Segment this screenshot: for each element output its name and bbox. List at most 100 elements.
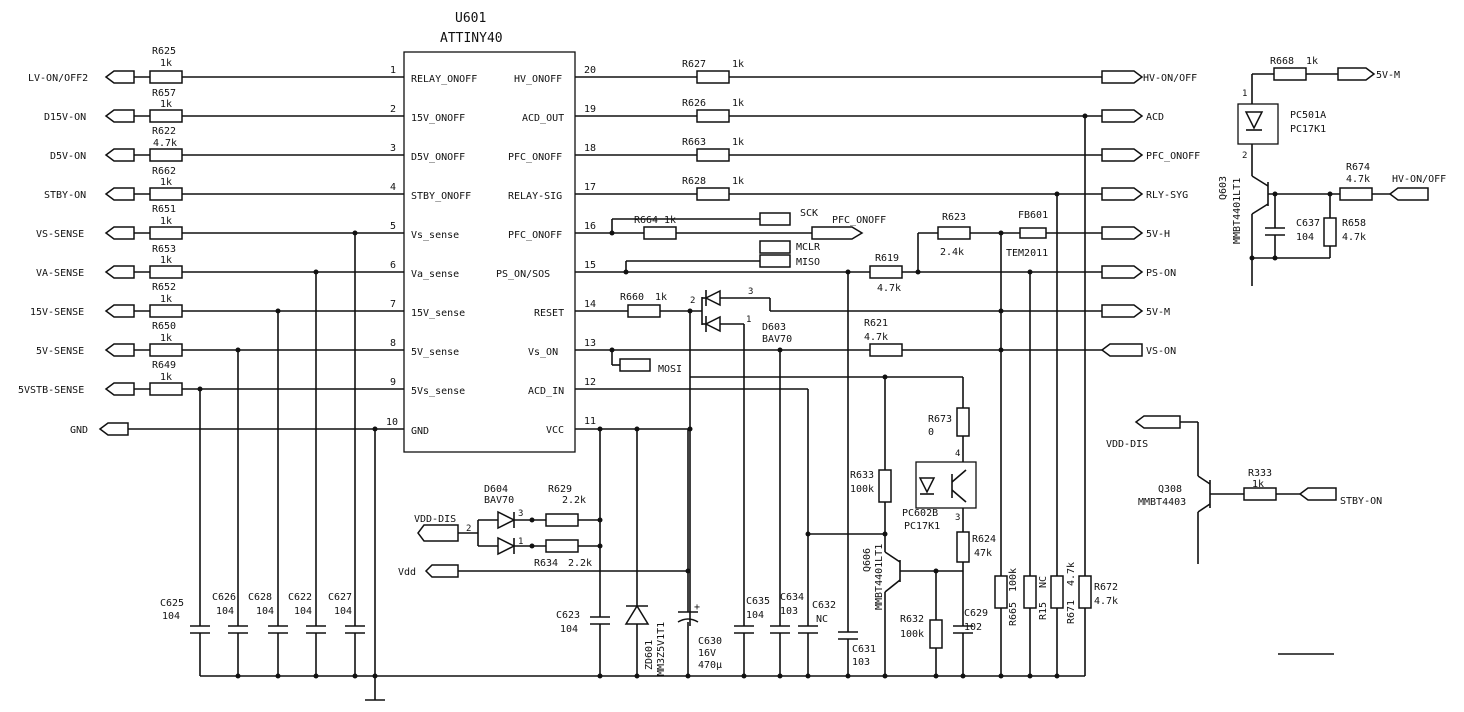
mid-section: C635 104 C634 103 C632 NC C631 103 R633 … <box>734 113 1118 679</box>
left-pin-name: RELAY_ONOFF <box>411 74 477 85</box>
c630-plus-sign: + <box>694 602 700 613</box>
right-pin-num: 11 <box>584 416 596 427</box>
r333-val: 1k <box>1252 479 1264 490</box>
vdd-label: Vdd <box>398 567 416 578</box>
r629-ref: R629 <box>548 484 572 495</box>
left-net-label: 15V-SENSE <box>30 307 84 318</box>
pc501-ref: PC501A <box>1290 110 1326 121</box>
r621-val: 4.7k <box>864 332 888 343</box>
r623-ref: R623 <box>942 212 966 223</box>
r663-val: 1k <box>732 137 744 148</box>
left-res-val: 1k <box>160 294 172 305</box>
q606-ref: Q606 <box>862 548 873 572</box>
left-pin-num: 2 <box>390 104 396 115</box>
pc602-val: PC17K1 <box>904 521 940 532</box>
right-pin-num: 12 <box>584 377 596 388</box>
r629-val: 2.2k <box>562 495 586 506</box>
right-pin-name: VCC <box>546 425 564 436</box>
left-res-val: 1k <box>160 333 172 344</box>
c637-ref: C637 <box>1296 218 1320 229</box>
r15-val: NC <box>1038 576 1049 588</box>
c623-val: 104 <box>560 624 578 635</box>
vdd-dis-label: VDD-DIS <box>414 514 456 525</box>
left-row-6: VA-SENSE R653 1k 6 Va_sense <box>36 244 459 280</box>
right-pin-name: PFC_ONOFF <box>508 152 562 163</box>
right-pins: 20 HV_ONOFF 19 ACD_OUT 18 PFC_ONOFF 17 R… <box>496 65 596 436</box>
right-pin-name: ACD_IN <box>528 386 564 397</box>
bottom-right-section: VDD-DIS Q308 MMBT4403 R333 1k STBY-ON <box>1106 415 1382 655</box>
right-pin-name: RELAY-SIG <box>508 191 562 202</box>
d603-val: BAV70 <box>762 334 792 345</box>
c632-val: NC <box>816 614 828 625</box>
c622-ref: C622 <box>288 592 312 603</box>
left-res-ref: R651 <box>152 204 176 215</box>
left-pin-num: 4 <box>390 182 396 193</box>
pc501-val: PC17K1 <box>1290 124 1326 135</box>
left-pin-name: Vs_sense <box>411 230 459 241</box>
c629-val: 102 <box>964 622 982 633</box>
r665-ref: R665 <box>1008 602 1019 626</box>
left-row-9: 5VSTB-SENSE R649 1k 9 5Vs_sense <box>18 360 465 397</box>
left-net-label: D5V-ON <box>50 151 86 162</box>
left-net-label: 5VSTB-SENSE <box>18 385 84 396</box>
r634-val: 2.2k <box>568 558 592 569</box>
c630-volt: 16V <box>698 648 716 659</box>
5vh-label: 5V-H <box>1146 229 1170 240</box>
c628-ref: C628 <box>248 592 272 603</box>
pson-label: PS-ON <box>1146 268 1176 279</box>
left-pin-name: GND <box>411 426 429 437</box>
ic-ref: U601 <box>455 11 486 26</box>
d603-pin1: 1 <box>746 315 751 325</box>
left-net-label: GND <box>70 425 88 436</box>
d603-pin3: 3 <box>748 287 753 297</box>
zd601-ref: ZD601 <box>644 640 655 670</box>
left-pin-num: 1 <box>390 65 396 76</box>
left-rows: LV-ON/OFF2 R625 1k 1 RELAY_ONOFF D15V-ON… <box>18 46 1085 701</box>
r627-ref: R627 <box>682 59 706 70</box>
right-pin-num: 14 <box>584 299 596 310</box>
left-res-ref: R625 <box>152 46 176 57</box>
c627-val: 104 <box>334 606 352 617</box>
c634-ref: C634 <box>780 592 804 603</box>
q606-val: MMBT4401LT1 <box>874 544 885 610</box>
left-res-ref: R653 <box>152 244 176 255</box>
pc501-pin2: 2 <box>1242 151 1247 161</box>
d604-ref: D604 <box>484 484 508 495</box>
left-pin-name: 5V_sense <box>411 347 459 358</box>
c631-val: 103 <box>852 657 870 668</box>
left-row-7: 15V-SENSE R652 1k 7 15V_sense <box>30 282 465 319</box>
c626-val: 104 <box>216 606 234 617</box>
r632-ref: R632 <box>900 614 924 625</box>
right-pin-num: 20 <box>584 65 596 76</box>
c632-ref: C632 <box>812 600 836 611</box>
left-net-label: VA-SENSE <box>36 268 84 279</box>
left-net-label: LV-ON/OFF2 <box>28 73 88 84</box>
r619-val: 4.7k <box>877 283 901 294</box>
right-pin-num: 17 <box>584 182 596 193</box>
left-row-3: D5V-ON R622 4.7k 3 D5V_ONOFF <box>50 126 465 163</box>
c625-ref: C625 <box>160 598 184 609</box>
c637-val: 104 <box>1296 232 1314 243</box>
c635-ref: C635 <box>746 596 770 607</box>
right-pin-name: HV_ONOFF <box>514 74 562 85</box>
c631-ref: C631 <box>852 644 876 655</box>
vson-label: VS-ON <box>1146 346 1176 357</box>
left-pin-name: D5V_ONOFF <box>411 152 465 163</box>
r624-ref: R624 <box>972 534 996 545</box>
pfc-net-label: PFC_ONOFF <box>1146 151 1200 162</box>
left-res-ref: R622 <box>152 126 176 137</box>
r624-val: 47k <box>974 548 992 559</box>
r634-ref: R634 <box>534 558 558 569</box>
left-res-ref: R650 <box>152 321 176 332</box>
r674-val: 4.7k <box>1346 174 1370 185</box>
right-pin-name: Vs_ON <box>528 347 558 358</box>
r664-val: 1k <box>664 215 676 226</box>
right-nets: R627 1k HV-ON/OFF R626 1k ACD R663 1k PF… <box>575 59 1200 626</box>
acd-net-label: ACD <box>1146 112 1164 123</box>
q603-ref: Q603 <box>1218 176 1229 200</box>
r660-ref: R660 <box>620 292 644 303</box>
left-pin-name: 15V_ONOFF <box>411 113 465 124</box>
d604-val: BAV70 <box>484 495 514 506</box>
cap-row <box>190 625 365 634</box>
